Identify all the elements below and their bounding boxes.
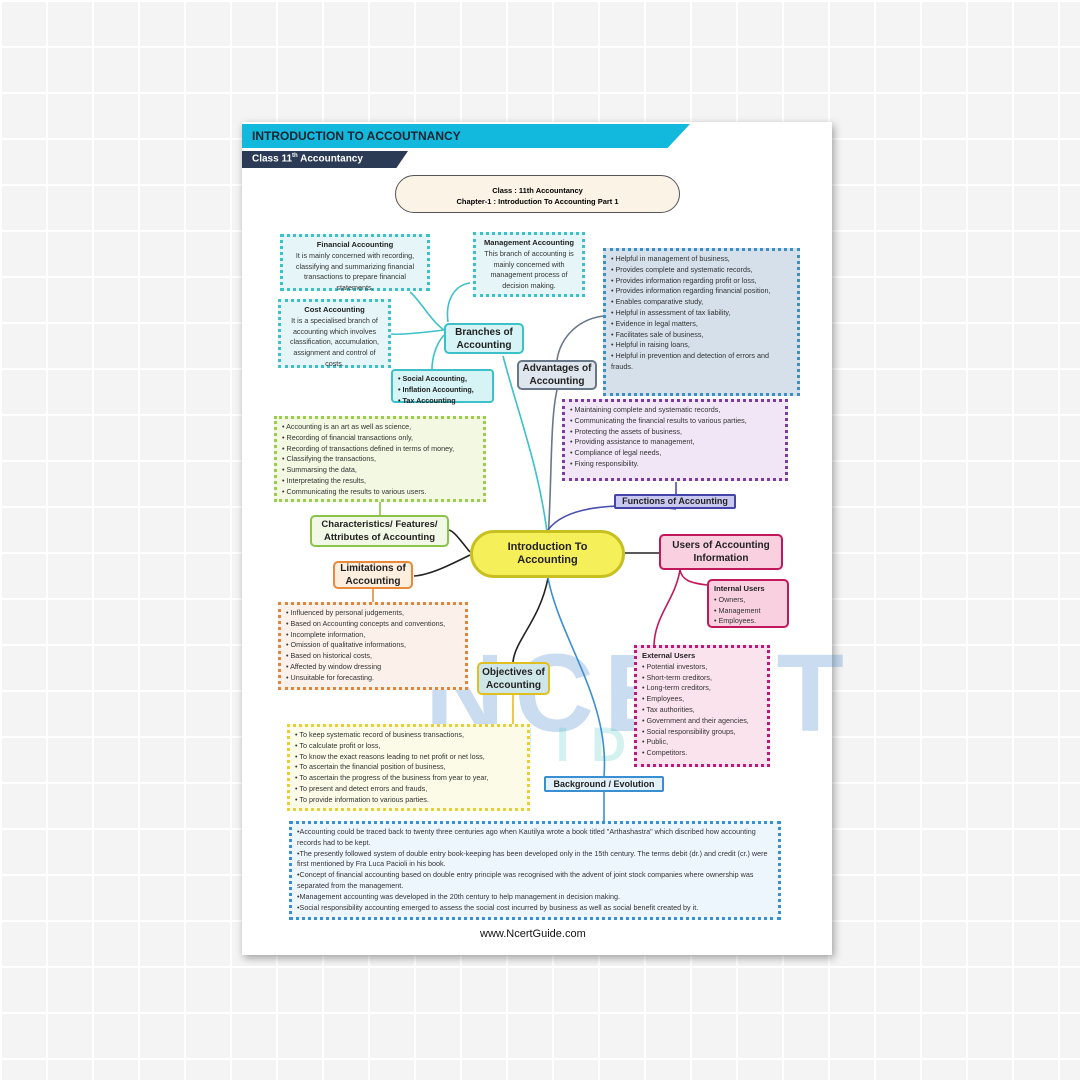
- box-text: This branch of accounting is mainly conc…: [484, 248, 574, 291]
- footer-website: www.NcertGuide.com: [480, 928, 586, 940]
- document-header: INTRODUCTION TO ACCOUTNANCY: [242, 124, 690, 148]
- list-item: Summarsing the data,: [282, 465, 478, 476]
- list-item: Government and their agencies,: [642, 716, 762, 727]
- list-item: Facilitates sale of business,: [611, 330, 792, 341]
- list-item: Tax authorities,: [642, 705, 762, 716]
- list-item: Fixing responsibility.: [570, 459, 780, 470]
- users-node: Users of Accounting Information: [659, 534, 783, 570]
- list-item: Communicating the financial results to v…: [570, 416, 780, 427]
- subheader-text-2: Accountancy: [297, 153, 363, 165]
- internal-users-box: Internal UsersOwners,ManagementEmployees…: [707, 579, 789, 628]
- box-title: Internal Users: [714, 584, 765, 593]
- background-node: Background / Evolution: [544, 776, 664, 792]
- list-item: Affected by window dressing: [286, 662, 460, 673]
- pill-line2: Chapter-1 : Introduction To Accounting P…: [456, 197, 619, 206]
- list-item: Helpful in assessment of tax liability,: [611, 308, 792, 319]
- list-item: Employees.: [714, 616, 782, 627]
- objectives-node: Objectives of Accounting: [477, 662, 550, 695]
- background-list: Accounting could be traced back to twent…: [289, 821, 781, 920]
- internal-users-list: Owners,ManagementEmployees.: [714, 595, 782, 627]
- list-item: Provides information regarding financial…: [611, 286, 792, 297]
- list-item: Unsuitable for forecasting.: [286, 673, 460, 684]
- list-item: Influenced by personal judgements,: [286, 608, 460, 619]
- list-item: Provides information regarding profit or…: [611, 276, 792, 287]
- limitations-list: Influenced by personal judgements,Based …: [278, 602, 468, 690]
- list-item: To know the exact reasons leading to net…: [295, 752, 522, 763]
- list-item: Employees,: [642, 694, 762, 705]
- list-item: Potential investors,: [642, 662, 762, 673]
- list-item: Public,: [642, 737, 762, 748]
- list-item: Interpretating the results,: [282, 476, 478, 487]
- pill-line1: Class : 11th Accountancy: [492, 186, 583, 195]
- box-text: It is mainly concerned with recording, c…: [295, 250, 415, 293]
- list-item: To calculate profit or loss,: [295, 741, 522, 752]
- class-subheader: Class 11th Accountancy: [242, 151, 408, 168]
- list-item: To ascertain the financial position of b…: [295, 762, 522, 773]
- other-branches-box: Social Accounting,Inflation Accounting,T…: [391, 369, 494, 405]
- list-item: Accounting could be traced back to twent…: [297, 827, 773, 849]
- list-item: Concept of financial accounting based on…: [297, 870, 773, 892]
- list-item: Based on Accounting concepts and convent…: [286, 619, 460, 630]
- list-item: Omission of qualitative informations,: [286, 640, 460, 651]
- list-item: Classifying the transactions,: [282, 454, 478, 465]
- list-item: To ascertain the progress of the busines…: [295, 773, 522, 784]
- box-title: Financial Accounting: [316, 240, 394, 249]
- list-item: Maintaining complete and systematic reco…: [570, 405, 780, 416]
- characteristics-list: Accounting is an art as well as science,…: [274, 416, 486, 502]
- list-item: Tax Accounting: [398, 396, 487, 407]
- characteristics-node: Characteristics/ Features/ Attributes of…: [310, 515, 449, 547]
- list-item: Provides complete and systematic records…: [611, 265, 792, 276]
- list-item: Enables comparative study,: [611, 297, 792, 308]
- box-title: Management Accounting: [483, 238, 574, 247]
- external-users-box: External UsersPotential investors,Short-…: [634, 645, 770, 767]
- central-topic: Introduction To Accounting: [470, 530, 625, 578]
- list-item: Social Accounting,: [398, 374, 487, 385]
- box-title: Cost Accounting: [304, 305, 365, 314]
- box-title: External Users: [642, 651, 696, 660]
- functions-list: Maintaining complete and systematic reco…: [562, 399, 788, 481]
- list-item: Short-term creditors,: [642, 673, 762, 684]
- list-item: Accounting is an art as well as science,: [282, 422, 478, 433]
- branches-node: Branches of Accounting: [444, 323, 524, 354]
- box-text: It is a specialised branch of accounting…: [289, 315, 380, 368]
- list-item: Compliance of legal needs,: [570, 448, 780, 459]
- list-item: To present and detect errors and frauds,: [295, 784, 522, 795]
- list-item: Competitors.: [642, 748, 762, 759]
- list-item: Inflation Accounting,: [398, 385, 487, 396]
- list-item: Recording of transactions defined in ter…: [282, 444, 478, 455]
- list-item: The presently followed system of double …: [297, 849, 773, 871]
- list-item: Communicating the results to various use…: [282, 487, 478, 498]
- list-item: Management accounting was developed in t…: [297, 892, 773, 903]
- list-item: Management: [714, 606, 782, 617]
- list-item: Evidence in legal matters,: [611, 319, 792, 330]
- list-item: Helpful in raising loans,: [611, 340, 792, 351]
- limitations-node: Limitations of Accounting: [333, 561, 413, 589]
- list-item: Social responsibility accounting emerged…: [297, 903, 773, 914]
- list-item: Long-term creditors,: [642, 683, 762, 694]
- list-item: Social responsibility groups,: [642, 727, 762, 738]
- list-item: Protecting the assets of business,: [570, 427, 780, 438]
- list-item: Helpful in prevention and detection of e…: [611, 351, 792, 373]
- list-item: To provide information to various partie…: [295, 795, 522, 806]
- subheader-text: Class 11: [252, 153, 293, 165]
- list-item: Owners,: [714, 595, 782, 606]
- functions-node: Functions of Accounting: [614, 494, 736, 509]
- advantages-node: Advantages of Accounting: [517, 360, 597, 390]
- list-item: Incomplete information,: [286, 630, 460, 641]
- objectives-list: To keep systematic record of business tr…: [287, 724, 530, 811]
- advantages-list: Helpful in management of business,Provid…: [603, 248, 800, 396]
- list-item: Providing assistance to management,: [570, 437, 780, 448]
- external-users-list: Potential investors,Short-term creditors…: [642, 662, 762, 759]
- subheader-sup: th: [292, 153, 298, 159]
- list-item: To keep systematic record of business tr…: [295, 730, 522, 741]
- list-item: Recording of financial transactions only…: [282, 433, 478, 444]
- list-item: Helpful in management of business,: [611, 254, 792, 265]
- list-item: Based on historical costs,: [286, 651, 460, 662]
